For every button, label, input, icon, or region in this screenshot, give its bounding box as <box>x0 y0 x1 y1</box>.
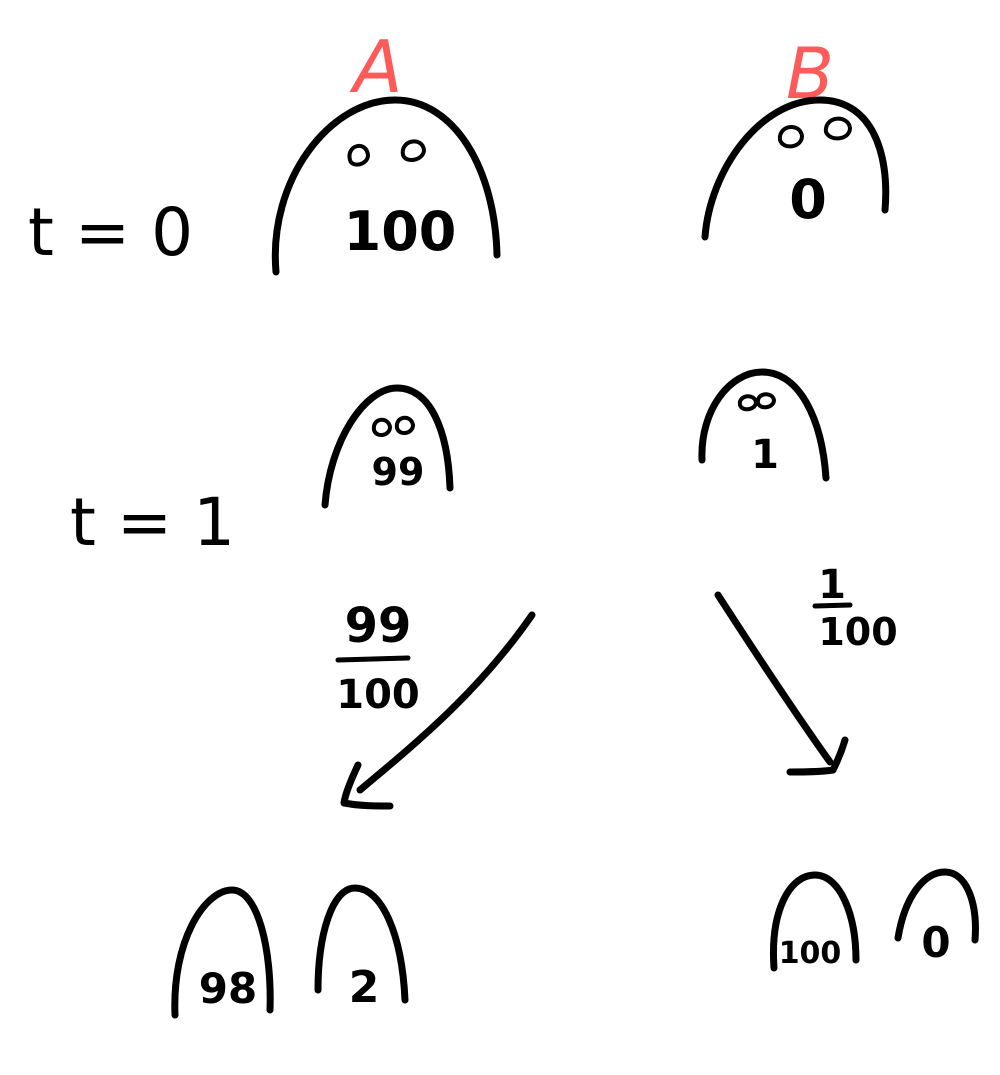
ghost-outcome-left-a-value: 98 <box>199 964 257 1013</box>
ghost-outcome-right-a: 100 <box>769 871 860 972</box>
fraction-right-numerator: 1 <box>818 562 846 608</box>
ghost-outcome-right-b-value: 0 <box>921 918 950 967</box>
fraction-left: 99 100 <box>335 598 420 718</box>
ghost-b-t0-value: 0 <box>789 168 827 231</box>
fraction-left-denominator: 100 <box>336 672 420 718</box>
row-label-t1: t = 1 <box>70 484 235 561</box>
fraction-right-denominator: 100 <box>818 610 897 654</box>
fraction-left-numerator: 99 <box>345 598 412 654</box>
ghost-outcome-right-a-value: 100 <box>779 936 842 971</box>
ghost-outcome-left-b-value: 2 <box>349 962 380 1013</box>
column-label-a: A <box>349 25 402 109</box>
row-label-t0: t = 0 <box>28 194 193 271</box>
ghost-a-t1-value: 99 <box>372 450 425 494</box>
fraction-right: 1 100 <box>812 562 898 654</box>
ghost-outcome-left-a: 98 <box>171 886 274 1019</box>
ghost-a-t1: 99 <box>321 384 454 509</box>
arrow-right <box>714 591 849 776</box>
ghost-b-t1: 1 <box>698 368 830 482</box>
ghost-a-t0-value: 100 <box>344 200 457 263</box>
ghost-a-t0: 100 <box>271 96 501 276</box>
ghost-b-t1-value: 1 <box>751 432 779 478</box>
ghost-outcome-left-b: 2 <box>314 884 409 1013</box>
arrow-left <box>340 611 536 810</box>
ghost-outcome-right-b: 0 <box>894 868 979 967</box>
ghost-b-t0: 0 <box>701 96 890 241</box>
